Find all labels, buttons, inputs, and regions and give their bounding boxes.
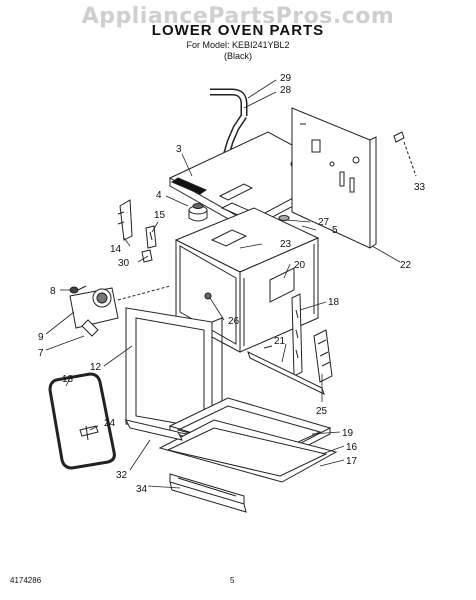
- callout-8: 8: [50, 286, 56, 297]
- back-panel: [291, 107, 377, 249]
- oven-cavity: [174, 207, 320, 353]
- callout-27: 27: [318, 217, 330, 228]
- callout-19: 19: [342, 428, 354, 439]
- callout-14: 14: [110, 244, 122, 255]
- door-handle: [125, 419, 183, 441]
- outer-door: [158, 397, 338, 483]
- light-assembly: [69, 285, 171, 337]
- callout-24: 24: [104, 418, 116, 429]
- door-frame: [125, 307, 223, 439]
- callout-23: 23: [280, 239, 292, 250]
- sensor-knob: [188, 203, 208, 222]
- callout-30: 30: [118, 258, 130, 269]
- callout-21: 21: [274, 336, 286, 347]
- callout-9: 9: [38, 332, 44, 343]
- model-line: For Model: KEBI241YBL2: [186, 40, 290, 50]
- latch-parts: [117, 199, 157, 263]
- callout-18: 18: [328, 297, 340, 308]
- callout-34: 34: [136, 484, 148, 495]
- page-number: 5: [230, 576, 235, 585]
- callout-4: 4: [156, 190, 162, 201]
- watermark: AppliancePartsPros.com: [81, 4, 395, 29]
- part-24: [79, 425, 99, 441]
- diagram-title: LOWER OVEN PARTS: [151, 22, 325, 39]
- callout-3: 3: [176, 144, 182, 155]
- callout-5: 5: [332, 225, 338, 236]
- support-rail: [247, 345, 325, 395]
- door-hinge: [313, 329, 333, 383]
- callout-25: 25: [316, 406, 328, 417]
- callout-33: 33: [414, 182, 426, 193]
- callout-20: 20: [294, 260, 306, 271]
- callout-17: 17: [346, 456, 358, 467]
- callout-22: 22: [400, 260, 412, 271]
- callout-7: 7: [38, 348, 44, 359]
- door-gasket: [48, 372, 116, 470]
- variant-label: (Black): [223, 51, 252, 61]
- callout-16: 16: [346, 442, 358, 453]
- leader-lines: [45, 79, 401, 489]
- callout-32: 32: [116, 470, 128, 481]
- callout-12: 12: [90, 362, 102, 373]
- clip-33: [393, 131, 417, 177]
- hinge-bracket: [291, 293, 303, 377]
- document-number: 4174286: [10, 576, 42, 585]
- callout-26: 26: [228, 316, 240, 327]
- kick-plate: [169, 473, 247, 513]
- callout-13: 13: [62, 374, 74, 385]
- callout-numbers: 29 28 3 33 4 27 5 15 14 23 30 20 22 8 18…: [38, 73, 426, 495]
- screw-8: [69, 285, 87, 294]
- callout-28: 28: [280, 85, 292, 96]
- callout-15: 15: [154, 210, 166, 221]
- callout-29: 29: [280, 73, 292, 84]
